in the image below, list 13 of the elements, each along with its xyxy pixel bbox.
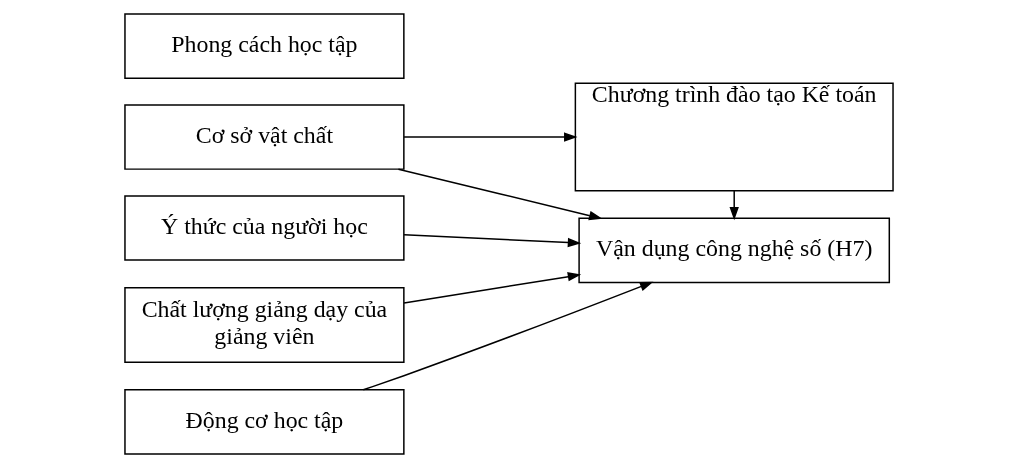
node-box: Vận dụng công nghệ số (H7) [578, 217, 891, 284]
node-box: Chương trình đào tạo Kế toán [574, 82, 894, 192]
arrow [403, 132, 578, 142]
arrow [397, 168, 603, 221]
arrow [403, 233, 582, 248]
node-box: Cơ sở vật chất [124, 104, 405, 170]
node-box: Phong cách học tập [124, 13, 405, 79]
arrow [362, 281, 654, 391]
node-box: Chất lượng giảng dạy của giảng viên [124, 286, 405, 363]
node-box: Động cơ học tập [124, 389, 405, 455]
arrow [729, 190, 739, 221]
arrow [403, 272, 582, 304]
node-box: Ý thức của người học [124, 195, 405, 261]
